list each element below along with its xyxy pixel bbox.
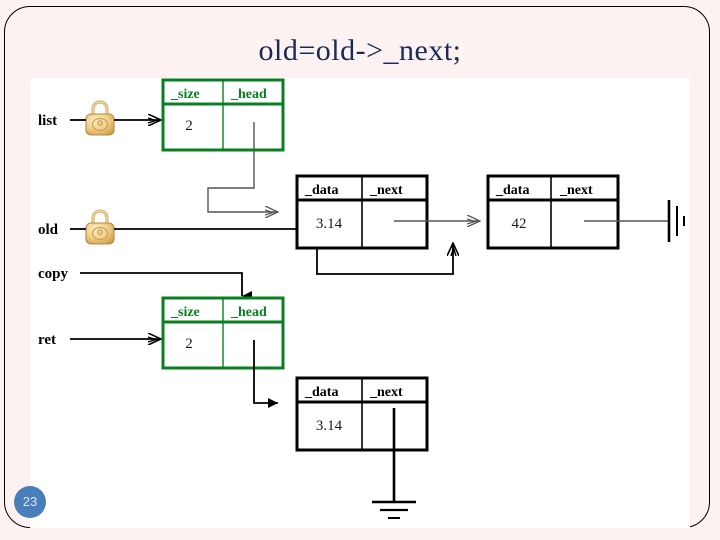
null-terminator-right	[667, 200, 685, 242]
list-struct-top: _size _head 2	[161, 78, 285, 152]
connector-head-bottom-to-node	[253, 340, 278, 408]
field-header-next-bottom: _next	[369, 385, 403, 400]
connector-copy-to-struct	[80, 272, 252, 301]
node-42: _data _next 42	[486, 174, 620, 250]
field-header-head-bottom: _head	[230, 305, 267, 320]
pointer-ret-label: ret	[38, 332, 56, 348]
cell-data-value-3-14-bottom: 3.14	[316, 418, 343, 434]
field-header-size-top: _size	[170, 87, 200, 102]
connector-old-to-node42	[114, 228, 453, 275]
page-title: old=old->_next;	[258, 34, 462, 67]
node-3-14-bottom: _data _next 3.14	[295, 376, 429, 452]
list-struct-bottom: _size _head 2	[161, 296, 285, 370]
field-header-next-top: _next	[369, 183, 403, 198]
cell-size-value-top: 2	[185, 118, 193, 134]
diagram-canvas: list old copy ret	[30, 78, 690, 528]
ground-terminator-bottom	[372, 408, 416, 519]
field-header-data-top: _data	[304, 183, 338, 198]
node-3-14-top: _data _next 3.14	[295, 174, 429, 250]
field-header-data-bottom: _data	[304, 385, 338, 400]
field-header-data-42: _data	[495, 183, 529, 198]
padlock-icon-old	[85, 209, 115, 245]
linked-list-diagram: list old copy ret	[38, 78, 685, 519]
pointer-copy-label: copy	[38, 266, 69, 282]
pointer-list-label: list	[38, 113, 57, 129]
page-number-badge: 23	[14, 486, 46, 518]
cell-data-value-3-14-top: 3.14	[316, 216, 343, 232]
padlock-icon-list	[85, 100, 115, 136]
cell-size-value-bottom: 2	[185, 336, 193, 352]
field-header-size-bottom: _size	[170, 305, 200, 320]
field-header-next-42: _next	[559, 183, 593, 198]
field-header-head-top: _head	[230, 87, 267, 102]
pointer-old-label: old	[38, 222, 59, 238]
cell-data-value-42: 42	[512, 216, 527, 232]
connector-head-top-to-node	[207, 122, 278, 212]
